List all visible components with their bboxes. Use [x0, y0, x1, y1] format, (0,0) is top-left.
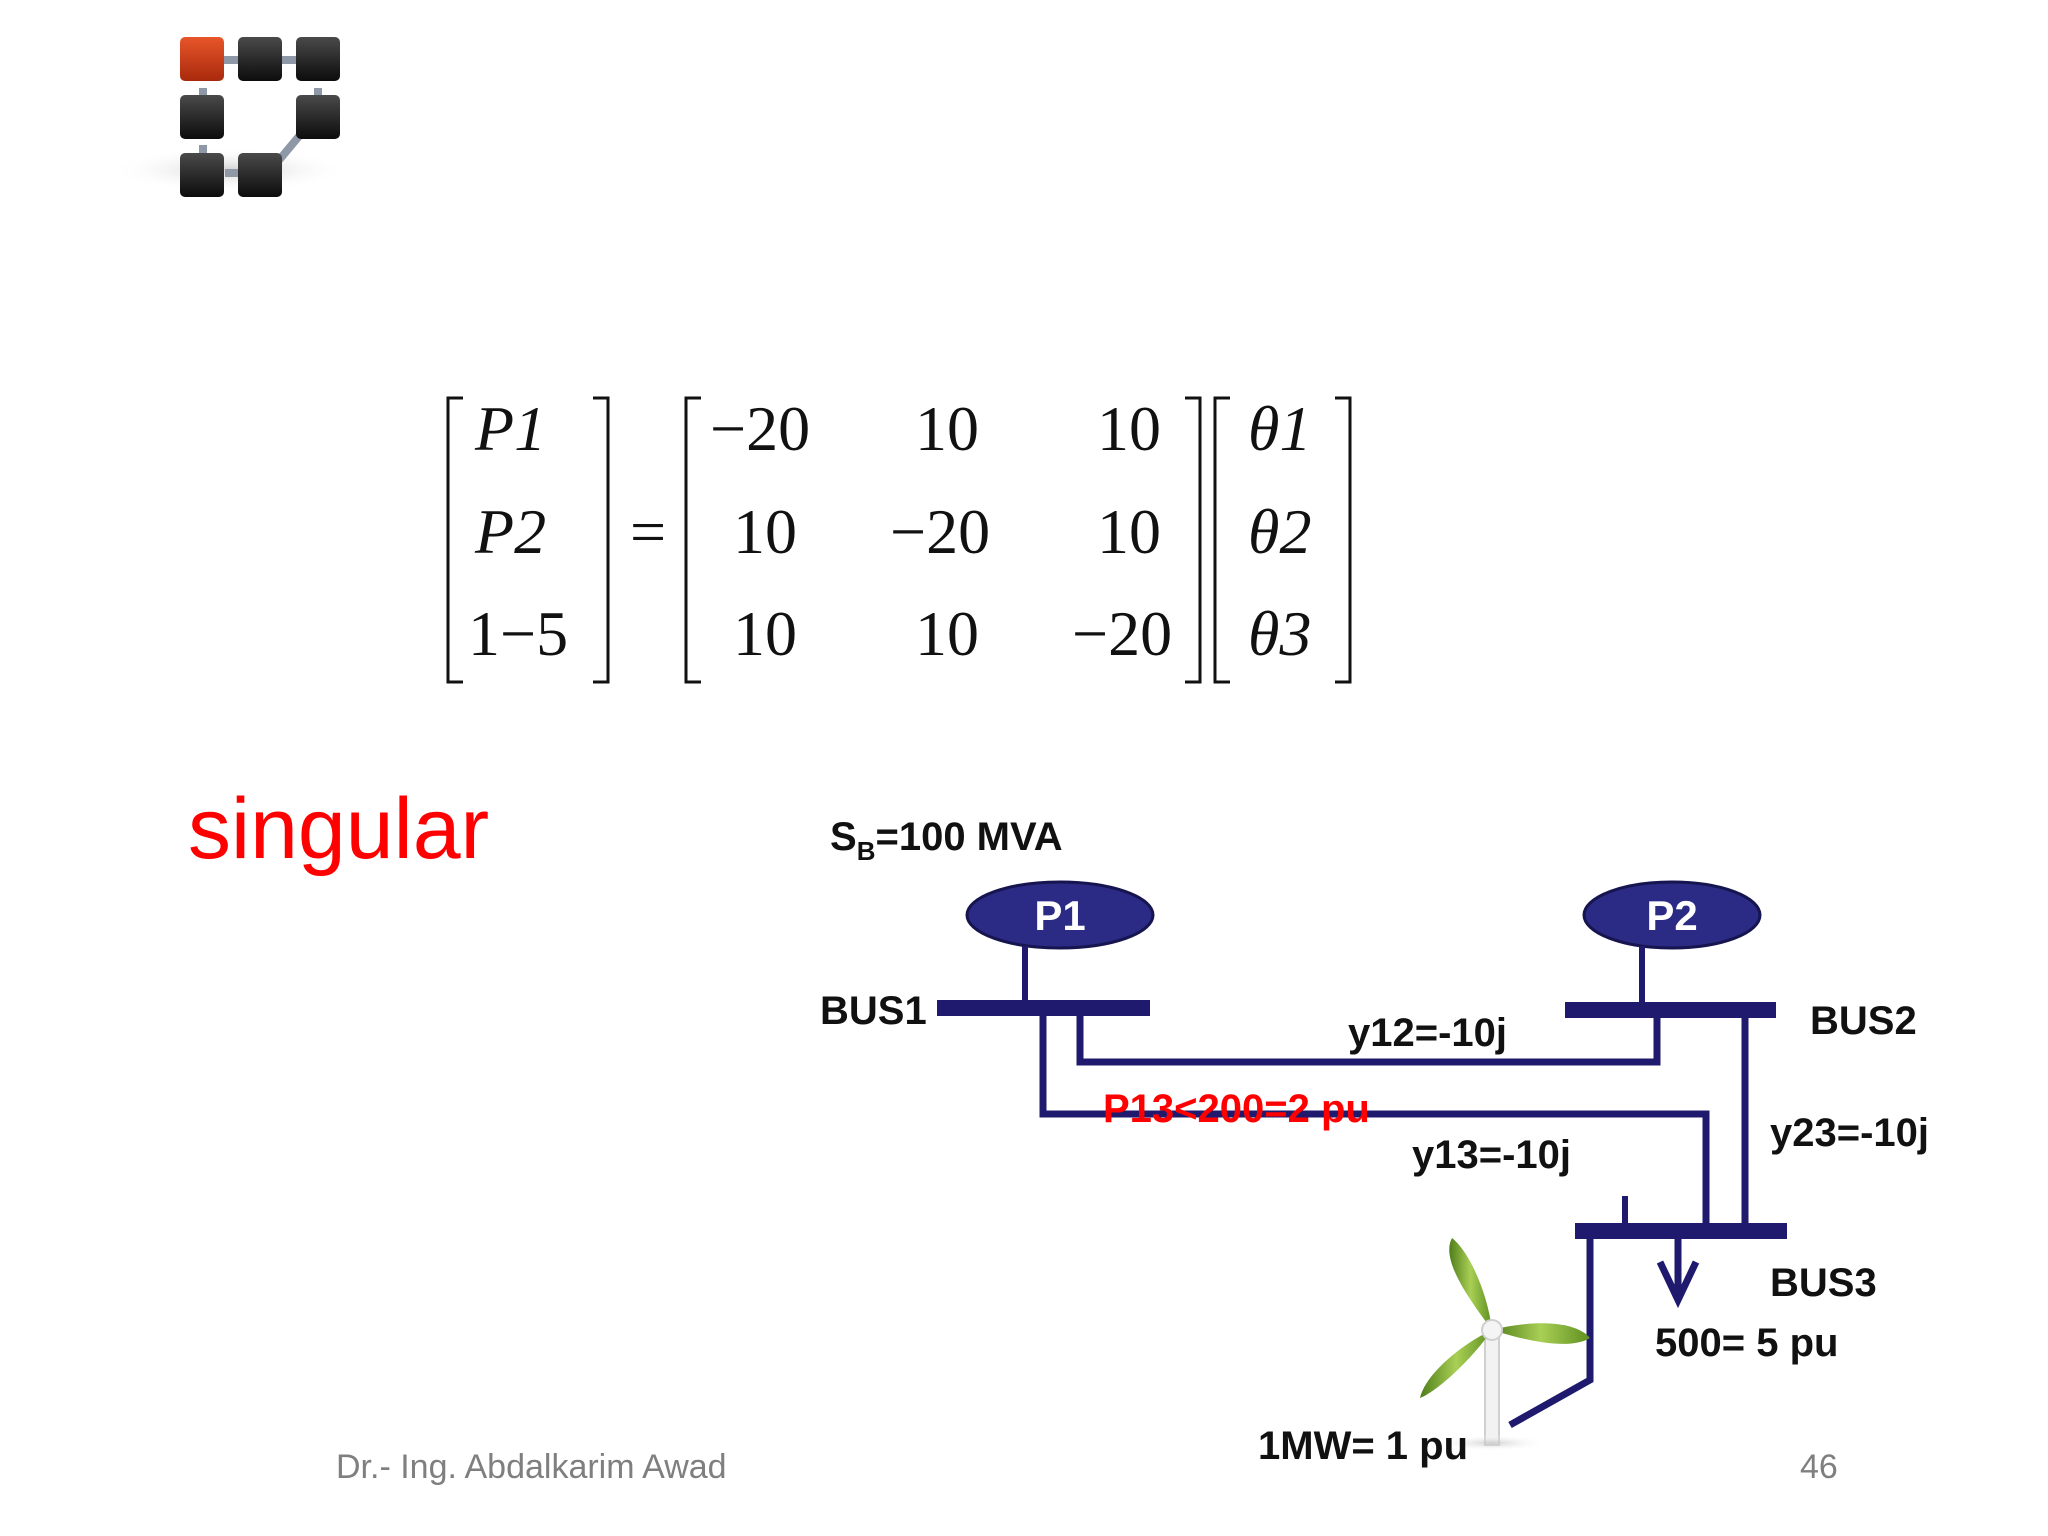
- wind-label: 1MW= 1 pu: [1258, 1424, 1468, 1468]
- generator-p1: P1: [965, 880, 1155, 950]
- rhs-theta2: θ2: [1248, 496, 1311, 567]
- bus3-label: BUS3: [1770, 1261, 1877, 1305]
- y12-label: y12=-10j: [1348, 1011, 1507, 1055]
- footer-author: Dr.- Ing. Abdalkarim Awad: [336, 1448, 727, 1486]
- base-power-label: SB=100 MVA: [830, 815, 1063, 866]
- power-network-diagram: SB=100 MVA P1 P2: [820, 815, 1929, 1468]
- lhs-p2: P2: [474, 496, 546, 567]
- matrix-equation: P1 P2 1−5 = −20 10 10 10 −20 10 10 10 −2…: [446, 393, 1352, 684]
- line-1-2: [1076, 1010, 1661, 1066]
- matrix-cell: −20: [1072, 598, 1172, 669]
- line-1-3: [1039, 1010, 1710, 1231]
- page-number: 46: [1800, 1448, 1838, 1486]
- y23-label: y23=-10j: [1770, 1111, 1929, 1155]
- wind-connection-line: [1508, 1231, 1594, 1429]
- equals-sign: =: [630, 496, 666, 567]
- matrix-cell: 10: [733, 496, 797, 567]
- lhs-p3: 1−5: [468, 598, 568, 669]
- matrix-cell: −20: [710, 393, 810, 464]
- load-arrow-icon: [1656, 1237, 1700, 1309]
- matrix-cell: 10: [915, 393, 979, 464]
- generator-p2-label: P2: [1646, 892, 1697, 939]
- matrix-cell: 10: [915, 598, 979, 669]
- line-limit-label: P13<200=2 pu: [1103, 1087, 1370, 1131]
- matrix-cell: 10: [1097, 496, 1161, 567]
- load-label: 500= 5 pu: [1655, 1321, 1838, 1365]
- generator-p1-label: P1: [1034, 892, 1085, 939]
- network-logo-icon: [110, 37, 350, 197]
- bus2-label: BUS2: [1810, 999, 1917, 1043]
- matrix-cell: 10: [1097, 393, 1161, 464]
- rhs-theta1: θ1: [1248, 393, 1311, 464]
- lhs-p1: P1: [474, 393, 546, 464]
- wind-turbine-icon: [1420, 1238, 1590, 1451]
- singular-note: singular: [188, 781, 490, 877]
- matrix-cell: −20: [890, 496, 990, 567]
- bus1-label: BUS1: [820, 989, 927, 1033]
- y13-label: y13=-10j: [1412, 1133, 1571, 1177]
- rhs-theta3: θ3: [1248, 598, 1311, 669]
- matrix-brackets: [446, 396, 1352, 684]
- generator-p2: P2: [1582, 880, 1762, 950]
- matrix-cell: 10: [733, 598, 797, 669]
